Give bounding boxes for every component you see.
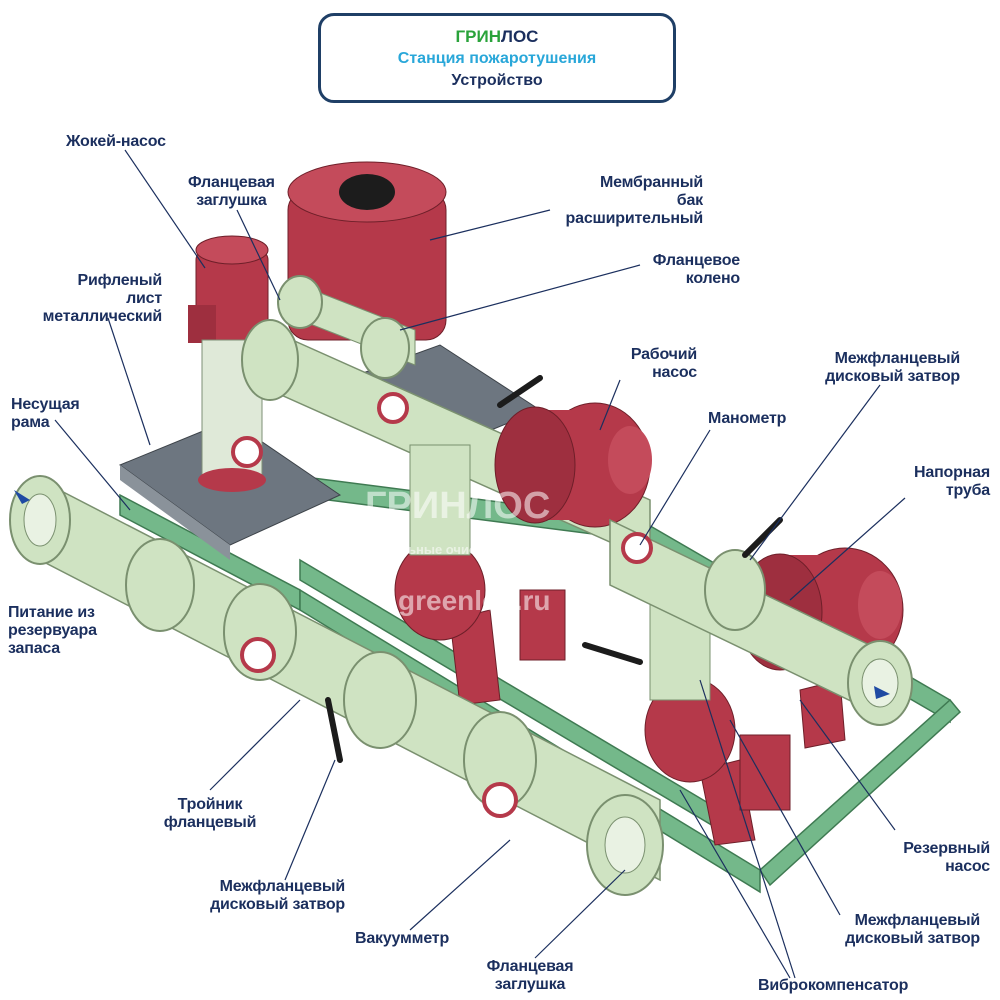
gauge-vacuum-1 (240, 637, 276, 673)
label-wafer-valve-bottom-left: Межфланцевый дисковый затвор (210, 878, 345, 913)
station-subtitle: Станция пожаротушения (397, 50, 597, 67)
label-flange-plug-top: Фланцевая заглушка (188, 174, 275, 209)
gauge-manometer-2 (621, 532, 653, 564)
brand-part-navy: ЛОС (501, 27, 539, 46)
station-caption: Устройство (451, 72, 543, 89)
brand-name: ГРИНЛОС (321, 26, 673, 48)
title-box: ГРИНЛОС Станция пожаротушения Устройство (318, 13, 676, 103)
label-jockey-pump: Жокей-насос (66, 133, 166, 150)
label-supply-from-tank: Питание из резервуара запаса (8, 604, 97, 657)
watermark-brand: ГРИНЛОС (365, 485, 551, 527)
gauge-jockey (231, 436, 263, 468)
pressure-pipe (609, 518, 913, 726)
label-pressure-pipe: Напорная труба (914, 464, 990, 499)
label-manometer: Манометр (708, 410, 787, 427)
valve-handles (325, 375, 783, 763)
gauge-vacuum-2 (482, 782, 518, 818)
label-vacuum-gauge: Вакуумметр (355, 930, 450, 947)
label-flange-elbow: Фланцевое колено (652, 252, 740, 287)
label-membrane-tank: Мембранный бак расширительный (565, 174, 704, 227)
brand-part-green: ГРИН (455, 27, 502, 46)
label-ribbed-sheet: Рифленый лист металлический (42, 272, 163, 325)
label-supporting-frame: Несущая рама (11, 396, 80, 431)
label-working-pump: Рабочий насос (630, 346, 697, 381)
label-wafer-valve-bottom-right: Межфланцевый дисковый затвор (845, 912, 980, 947)
gauges (231, 392, 653, 818)
label-wafer-valve-top: Межфланцевый дисковый затвор (825, 350, 960, 385)
suction-manifold (9, 475, 664, 896)
flow-arrows (14, 490, 890, 699)
watermark-tagline: локальные очистные сооружения (370, 542, 591, 557)
label-flange-tee: Тройник фланцевый (163, 796, 257, 831)
label-reserve-pump: Резервный насос (903, 840, 990, 875)
working-pump (449, 402, 652, 706)
gauge-manometer-1 (377, 392, 409, 424)
label-flange-plug-bottom: Фланцевая заглушка (486, 958, 574, 993)
watermark-site: greenlos.ru (398, 585, 551, 616)
leader-lines (54, 149, 906, 979)
label-vibro-compensator: Виброкомпенсатор (758, 977, 909, 994)
